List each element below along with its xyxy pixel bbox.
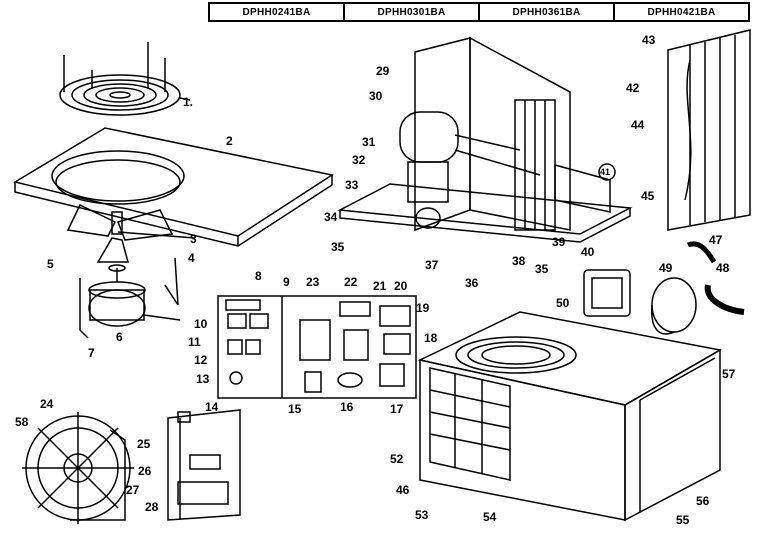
- callout-3: 3: [190, 232, 197, 246]
- callout-5: 5: [47, 257, 54, 271]
- callout-57: 57: [722, 367, 736, 381]
- blower-housing-drawing: [167, 409, 241, 521]
- callout-47: 47: [709, 233, 723, 247]
- callout-6: 6: [116, 330, 123, 344]
- callout-58: 58: [15, 415, 29, 429]
- callout-31: 31: [362, 135, 376, 149]
- callout-26: 26: [138, 464, 152, 478]
- callout-44: 44: [631, 118, 645, 132]
- callout-12: 12: [194, 353, 208, 367]
- callout-35-left: 35: [331, 240, 345, 254]
- callout-33: 33: [345, 178, 359, 192]
- model-cell: DPHH0421BA: [647, 6, 716, 18]
- control-box-drawing: [217, 295, 417, 399]
- callout-4: 4: [188, 251, 195, 265]
- coil-detail-drawing: [667, 29, 751, 231]
- callout-37: 37: [425, 258, 439, 272]
- callout-50: 50: [556, 296, 570, 310]
- blower-drawing: [22, 412, 134, 524]
- callout-38: 38: [512, 254, 526, 268]
- callout-18: 18: [424, 331, 438, 345]
- callout-43: 43: [642, 33, 656, 47]
- filter-drawing: [583, 269, 631, 317]
- callout-11: 11: [188, 335, 201, 349]
- callout-28: 28: [145, 500, 159, 514]
- callout-54: 54: [483, 510, 497, 524]
- callout-27: 27: [126, 483, 140, 497]
- cabinet-drawing: [417, 311, 723, 522]
- callout-36: 36: [465, 276, 479, 290]
- callout-2: 2: [226, 134, 233, 148]
- callout-19: 19: [416, 301, 430, 315]
- callout-40: 40: [581, 245, 595, 259]
- callout-34: 34: [324, 210, 338, 224]
- callout-48: 48: [716, 261, 730, 275]
- model-cell: DPHH0241BA: [210, 4, 345, 20]
- callout-41: 41: [600, 167, 611, 177]
- callout-55: 55: [676, 513, 690, 527]
- fan-blade-drawing: [66, 203, 196, 263]
- callout-8: 8: [255, 269, 262, 283]
- callout-20: 20: [394, 279, 408, 293]
- callout-24: 24: [40, 397, 54, 411]
- callout-39: 39: [552, 235, 566, 249]
- callout-17: 17: [390, 402, 404, 416]
- top-panel-drawing: [13, 127, 334, 247]
- callout-9: 9: [283, 275, 290, 289]
- callout-49: 49: [659, 261, 673, 275]
- callout-22: 22: [344, 275, 358, 289]
- callout-10: 10: [194, 317, 208, 331]
- callout-15: 15: [288, 402, 302, 416]
- callout-25: 25: [137, 437, 151, 451]
- callout-23: 23: [306, 275, 320, 289]
- callout-29: 29: [376, 64, 390, 78]
- callout-7: 7: [88, 346, 95, 360]
- model-cell: DPHH0361BA: [480, 4, 615, 20]
- callout-53: 53: [415, 508, 429, 522]
- model-cell: DPHH0301BA: [345, 4, 480, 20]
- callout-46: 46: [396, 483, 410, 497]
- compressor-coil-drawing: [337, 36, 633, 243]
- drain-hose-drawing: [687, 241, 745, 315]
- fan-motor-drawing: [79, 257, 181, 339]
- callout-14: 14: [205, 400, 219, 414]
- callout-1: 1.: [183, 95, 194, 109]
- callout-21: 21: [373, 279, 387, 293]
- callout-42: 42: [626, 81, 640, 95]
- fan-guard-drawing: [59, 42, 191, 116]
- callout-30: 30: [369, 89, 383, 103]
- callout-56: 56: [696, 494, 710, 508]
- callout-16: 16: [340, 400, 354, 414]
- duct-collar-drawing: [651, 277, 697, 335]
- callout-13: 13: [196, 372, 210, 386]
- callout-45: 45: [641, 189, 655, 203]
- model-number-table: DPHH0241BA DPHH0301BA DPHH0361BA DPHH042…: [208, 2, 750, 22]
- callout-35-right: 35: [535, 262, 549, 276]
- callout-32: 32: [352, 153, 366, 167]
- callout-52: 52: [390, 452, 404, 466]
